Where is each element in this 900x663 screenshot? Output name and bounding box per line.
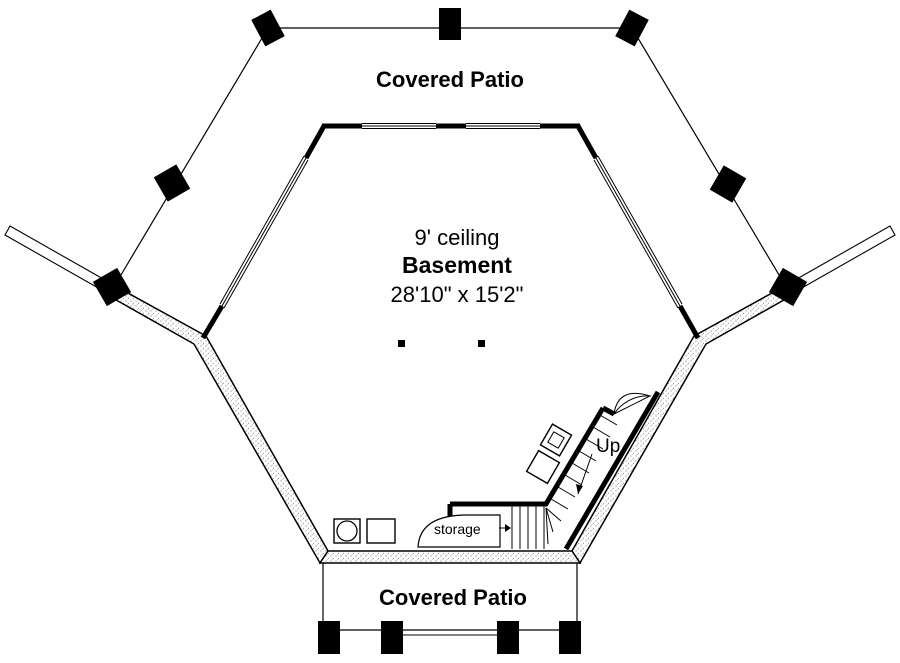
right-foundation-wall [571, 280, 800, 565]
patio-post [559, 621, 581, 654]
support-column [478, 340, 485, 347]
storage-closet: storage [417, 514, 511, 548]
window-right-diagonal [593, 155, 683, 309]
stair-up-label: Up [596, 436, 620, 457]
support-column [398, 340, 405, 347]
window-top-right [466, 123, 540, 129]
washer [539, 423, 573, 457]
stair-landing-treads [511, 506, 545, 549]
storage-label: storage [434, 521, 481, 537]
window-top-left [362, 123, 436, 129]
bottom-foundation-wall [318, 550, 582, 564]
bottom-patio: Covered Patio [318, 563, 581, 654]
stairwell: Up storage [417, 390, 661, 551]
room-dimensions-label: 28'10" x 15'2" [391, 282, 524, 307]
patio-post [768, 267, 808, 307]
dryer [525, 449, 561, 485]
patio-post [381, 621, 403, 654]
furnace [366, 518, 396, 544]
room-name-label: Basement [402, 252, 512, 278]
patio-post [318, 621, 340, 654]
ceiling-height-label: 9' ceiling [415, 225, 500, 250]
patio-post [439, 8, 461, 40]
patio-post [153, 164, 191, 202]
washer-dryer [525, 423, 573, 485]
stair-up-arrow [576, 453, 593, 495]
window-left-diagonal [219, 155, 309, 309]
covered-patio-top-label: Covered Patio [376, 67, 524, 92]
water-heater-furnace [333, 518, 396, 544]
patio-post [251, 9, 285, 47]
patio-post [615, 9, 649, 47]
stair-door-swing [612, 392, 652, 416]
interior-upper-walls [200, 123, 701, 340]
water-heater [333, 518, 361, 544]
patio-post [709, 165, 747, 203]
covered-patio-bottom-label: Covered Patio [379, 585, 527, 610]
patio-post [92, 267, 132, 307]
patio-post [497, 621, 519, 654]
stair-treads [545, 414, 618, 545]
top-patio-posts [92, 8, 808, 307]
left-foundation-wall [100, 280, 329, 565]
